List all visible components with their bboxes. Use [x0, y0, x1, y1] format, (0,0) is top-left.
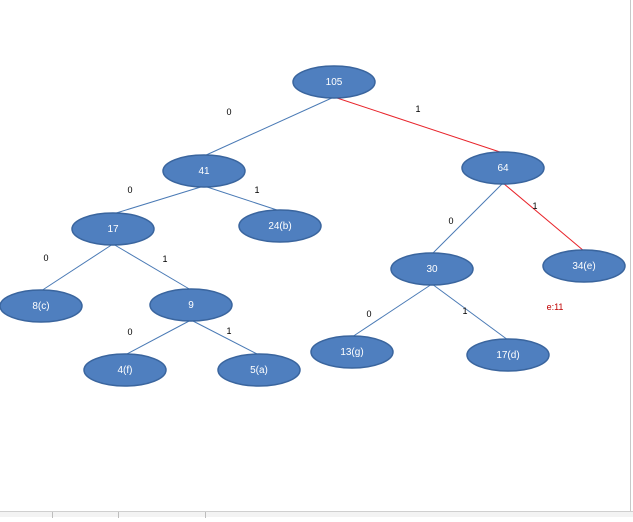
node-ellipse — [310, 335, 394, 369]
node-ellipse — [542, 249, 626, 283]
node-ellipse — [0, 289, 83, 323]
node-ellipse — [292, 65, 376, 99]
edge-bit-label: 1 — [462, 306, 467, 316]
node-ellipse — [238, 209, 322, 243]
tree-node-n24b[interactable]: 24(b) — [238, 209, 322, 243]
edge-bit-label: 0 — [127, 185, 132, 195]
edge-bit-label: 1 — [226, 326, 231, 336]
node-label: 5(a) — [250, 365, 268, 376]
node-label: 64 — [497, 163, 509, 174]
tree-edge-n41-n17 — [112, 185, 205, 215]
window-edge-divider — [630, 0, 631, 511]
nodes-layer: 105 41 64 17 24(b) 30 34(e) 8(c) 9 13(g) 17(d) 4(f)… — [0, 65, 626, 387]
edge-bit-label: 0 — [448, 216, 453, 226]
edge-bit-label: 0 — [127, 327, 132, 337]
node-label: 30 — [426, 264, 438, 275]
tree-node-n4f[interactable]: 4(f) — [83, 353, 167, 387]
node-label: 17 — [107, 224, 119, 235]
tree-edge-n64-n34e — [502, 182, 585, 252]
node-ellipse — [390, 252, 474, 286]
sheet-tab-divider — [52, 512, 53, 518]
tree-node-n41[interactable]: 41 — [162, 154, 246, 188]
edge-bit-label: 1 — [415, 104, 420, 114]
node-label: 4(f) — [118, 365, 133, 376]
sheet-tab-bar[interactable] — [0, 511, 633, 518]
tree-edge-n41-n24b — [203, 185, 281, 212]
node-label: 34(e) — [572, 261, 595, 272]
edge-bit-label: 1 — [162, 254, 167, 264]
tree-node-n64[interactable]: 64 — [461, 151, 545, 185]
edge-bit-label: 1 — [254, 185, 259, 195]
tree-node-n5a[interactable]: 5(a) — [217, 353, 301, 387]
sheet-tab-divider — [118, 512, 119, 518]
node-label: 13(g) — [340, 347, 363, 358]
tree-edge-n30-n17d — [431, 283, 509, 341]
tree-edge-n105-n41 — [203, 96, 335, 157]
node-ellipse — [83, 353, 167, 387]
node-ellipse — [149, 288, 233, 322]
node-ellipse — [466, 338, 550, 372]
node-label: 105 — [326, 77, 343, 88]
node-ellipse — [461, 151, 545, 185]
edge-bit-label: 0 — [43, 253, 48, 263]
tree-edge-n30-n13g — [351, 283, 433, 338]
sheet-tab-divider — [205, 512, 206, 518]
node-label: 41 — [198, 166, 210, 177]
tree-edge-n9-n4f — [124, 319, 192, 356]
edges-layer — [40, 96, 585, 356]
code-length-note: e:11 — [547, 302, 564, 312]
node-label: 9 — [188, 300, 194, 311]
tree-node-n8c[interactable]: 8(c) — [0, 289, 83, 323]
tree-edge-n64-n30 — [431, 182, 504, 255]
edge-bit-label: 1 — [532, 201, 537, 211]
edge-bit-label: 0 — [226, 107, 231, 117]
tree-node-n34e[interactable]: 34(e) — [542, 249, 626, 283]
tree-node-n17d[interactable]: 17(d) — [466, 338, 550, 372]
tree-edge-n105-n64 — [333, 96, 504, 154]
tree-node-n13g[interactable]: 13(g) — [310, 335, 394, 369]
node-label: 8(c) — [32, 301, 49, 312]
tree-edge-n17-n9 — [112, 243, 192, 291]
node-ellipse — [162, 154, 246, 188]
edge-bit-label: 0 — [366, 309, 371, 319]
tree-node-n17[interactable]: 17 — [71, 212, 155, 246]
node-ellipse — [71, 212, 155, 246]
edge-labels-layer: 0 1 0 1 0 1 0 1 0 1 0 1 — [43, 104, 537, 337]
tree-node-n30[interactable]: 30 — [390, 252, 474, 286]
node-label: 17(d) — [496, 350, 519, 361]
tree-edge-n17-n8c — [40, 243, 114, 292]
node-ellipse — [217, 353, 301, 387]
node-label: 24(b) — [268, 221, 291, 232]
tree-node-n105[interactable]: 105 — [292, 65, 376, 99]
tree-edge-n9-n5a — [190, 319, 260, 356]
tree-node-n9[interactable]: 9 — [149, 288, 233, 322]
